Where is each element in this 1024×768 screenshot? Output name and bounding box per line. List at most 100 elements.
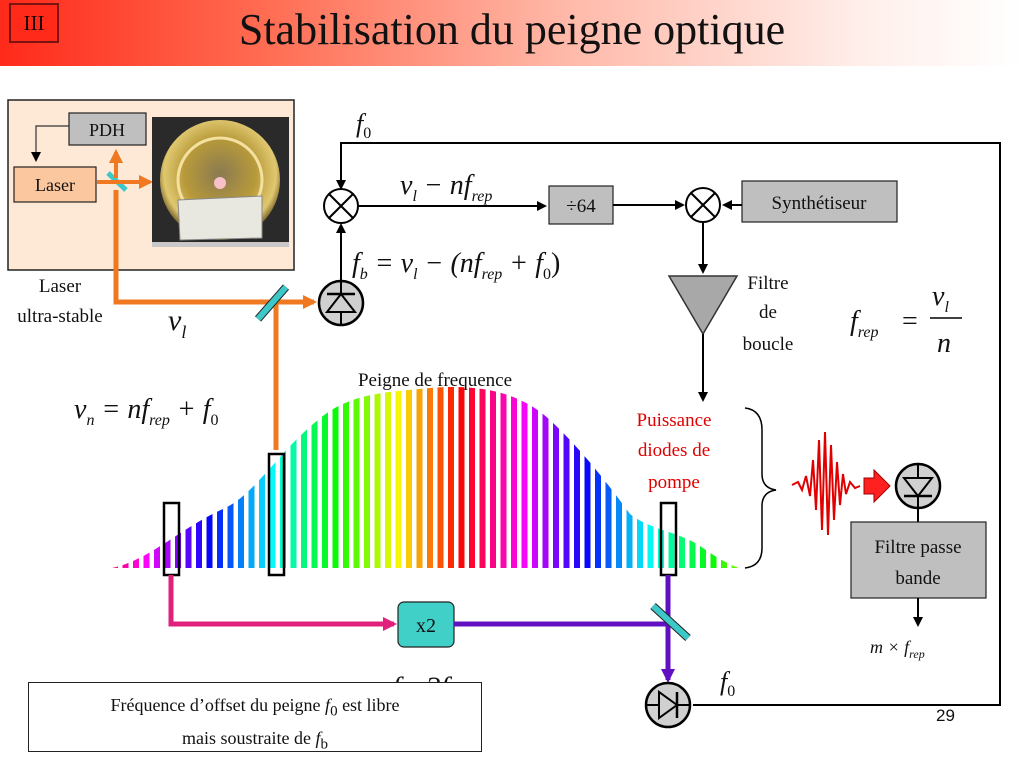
synthesizer-box [741,180,898,223]
header-bar: III Stabilisation du peigne optique [0,0,1024,66]
pdh-box [68,112,147,146]
note-line1-b: est libre [337,695,400,715]
comb-tooth [217,387,223,568]
comb-tooth [616,387,622,568]
pdh-feedback-line [31,125,69,162]
svg-text:νl: νl [168,304,186,342]
beat-rep-sub: rep [472,188,493,205]
comb-tooth [290,387,297,568]
f0-bottom-label: f [720,667,731,696]
slide-number: 29 [936,706,955,725]
comb-select-middle [267,452,286,577]
divider-64-label: ÷64 [566,196,596,217]
svg-text:fb = νl − (nfrep + f0): fb = νl − (nfrep + f0) [352,248,560,283]
comb-tooth [605,387,612,568]
note-fb: f [315,727,321,748]
frep-num-sub: l [944,299,949,316]
fb-rep-sub: rep [482,266,503,283]
nun-n-sub: n [86,412,94,429]
comb-tooth [637,387,643,568]
x2-label: x2 [416,615,436,637]
comb-tooth [364,387,370,568]
bandpass-line1: Filtre passe [874,537,961,558]
frep-num: ν [932,281,945,312]
comb-tooth [448,387,454,568]
comb-tooth [374,387,381,568]
svg-text:νl − nfrep: νl − nfrep [400,170,492,205]
comb-tooth [626,387,633,568]
frep-formula: frep = νl n [850,281,962,359]
pulse-waveform [791,431,861,536]
loop-filter-line1: Filtre [747,273,788,294]
laser-label: Laser [35,175,75,195]
frep-den: n [937,328,951,359]
loop-filter-line2: de [759,302,777,323]
svg-text:νl: νl [932,281,949,316]
svg-text:f0: f0 [720,667,735,700]
fb-mid: − (nf [418,248,485,279]
photodiode-2 [644,681,692,729]
comb-tooth [563,387,570,568]
pink-path [168,575,397,631]
comb-tooth [553,387,559,568]
laser-box [13,166,97,203]
beat-minus-nf: − nf [417,170,475,201]
comb-tooth [406,387,412,568]
nu-l-label: ν [168,304,182,337]
comb-tooth [322,387,328,568]
comb-tooth [332,387,339,568]
nun-nu: ν [74,394,87,425]
f0-feedback-loop [336,142,1001,706]
comb-tooth [311,387,318,568]
fb-l-sub: l [413,266,418,283]
comb-tooth [469,387,475,568]
svg-text:νn = nfrep + f0: νn = nfrep + f0 [74,394,219,429]
comb-label: Peigne de frequence [358,370,512,391]
fb-close: ) [551,248,560,279]
fb-f: f [352,248,363,279]
comb-tooth [710,387,717,568]
laser-caption-line1: Laser [39,276,82,297]
note-f0-sub: 0 [330,703,338,720]
nu-l-sub: l [181,322,186,342]
comb-tooth [458,387,465,568]
comb-tooth [595,387,601,568]
comb-tooth [416,387,423,568]
comb-tooth [437,387,444,568]
comb-tooth [154,387,160,568]
comb-tooth [521,387,528,568]
m-frep-label: m × f [870,637,912,657]
comb-tooth [500,387,507,568]
bandpass-line2: bande [895,568,940,589]
divider-64-box [548,185,614,225]
comb-tooth [353,387,360,568]
comb-tooth [227,387,234,568]
comb-tooth [385,387,391,568]
f0-top-sub: 0 [363,125,371,142]
comb-tooth [259,387,265,568]
nun-plus: + f [170,394,214,425]
beat-nu-sub: l [412,188,417,205]
note-line2-a: mais soustraite de [182,727,316,748]
mixer-2 [685,187,721,223]
nun-eq: = nf [94,394,152,425]
fb-b-sub: b [360,266,368,283]
mixer-1 [323,188,359,224]
m-frep-sub: rep [909,647,925,661]
comb-tooth [343,387,349,568]
note-line1-a: Fréquence d’offset du peigne [110,695,326,715]
comb-tooth [532,387,538,568]
loop-filter-line3: boucle [743,334,794,355]
comb-tooth [479,387,486,568]
fb-zero-sub: 0 [543,266,551,283]
comb-tooth [574,387,580,568]
svg-text:m × frep: m × frep [870,637,925,661]
note-box: Fréquence d’offset du peigne f0 est libr… [28,682,482,752]
loop-filter-triangle [667,275,739,336]
comb-tooth [731,387,738,568]
pump-power-line2: diodes de [638,440,710,461]
laser-setup-box: PDH Laser [7,99,295,271]
comb-tooth [427,387,433,568]
frep-lhs: f [850,306,861,337]
pulse-arrow [863,468,891,504]
